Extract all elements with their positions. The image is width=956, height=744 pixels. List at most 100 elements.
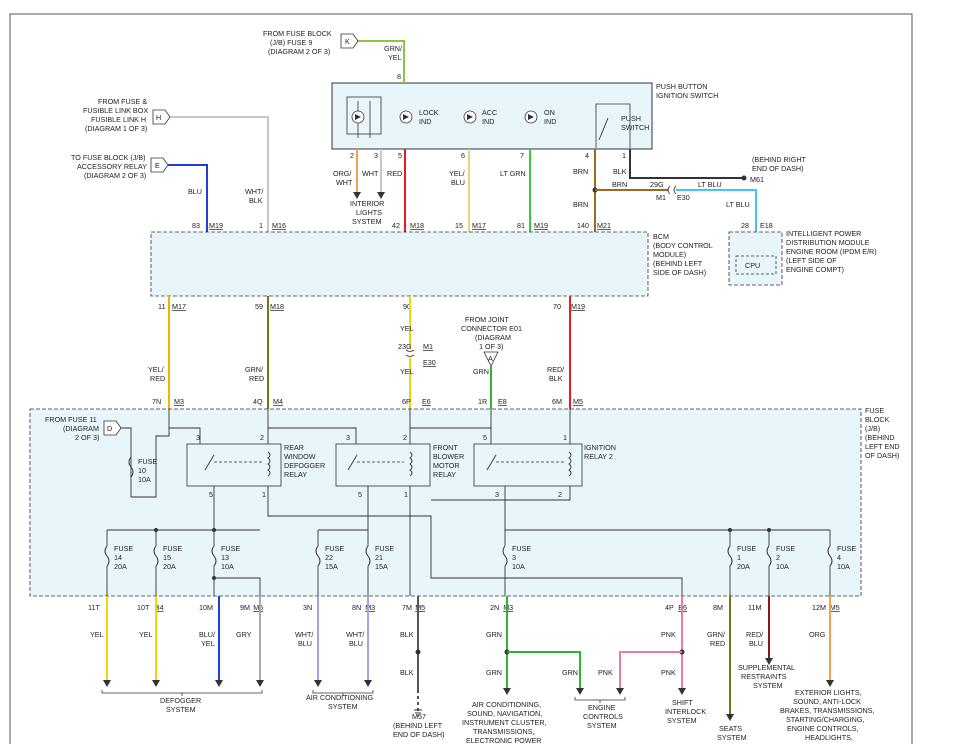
svg-text:GRN/: GRN/	[245, 365, 263, 374]
svg-text:8: 8	[397, 72, 401, 81]
svg-text:M17: M17	[172, 302, 186, 311]
svg-text:BLU: BLU	[451, 178, 465, 187]
svg-text:E: E	[155, 161, 160, 170]
front-blower-relay: FRONT BLOWER MOTOR RELAY	[335, 443, 464, 487]
svg-text:H: H	[156, 113, 161, 122]
svg-text:2 OF 3): 2 OF 3)	[75, 433, 99, 442]
svg-text:(J/B): (J/B)	[865, 424, 880, 433]
connector-k: FROM FUSE BLOCK (J/B) FUSE 9 (DIAGRAM 2 …	[263, 29, 359, 56]
svg-text:M4: M4	[273, 397, 283, 406]
svg-text:GRN: GRN	[562, 668, 578, 677]
svg-text:BLK: BLK	[249, 196, 263, 205]
svg-text:INSTRUMENT CLUSTER,: INSTRUMENT CLUSTER,	[462, 718, 547, 727]
svg-text:7N: 7N	[152, 397, 161, 406]
svg-text:(BEHIND RIGHT: (BEHIND RIGHT	[752, 155, 807, 164]
fuse-label: FUSE	[221, 544, 240, 553]
svg-text:SYSTEM: SYSTEM	[717, 733, 747, 742]
svg-text:YEL: YEL	[201, 639, 215, 648]
svg-text:SYSTEM: SYSTEM	[328, 702, 358, 711]
fuse-label: 20A	[114, 562, 127, 571]
svg-text:WHT/: WHT/	[295, 630, 313, 639]
ground-m57: M57 (BEHIND LEFT END OF DASH)	[393, 709, 445, 739]
svg-text:RED: RED	[710, 639, 725, 648]
svg-text:BLK: BLK	[400, 630, 414, 639]
svg-text:ORG: ORG	[809, 630, 826, 639]
fuse-block: FUSE BLOCK (J/B) (BEHIND LEFT END OF DAS…	[29, 406, 900, 597]
svg-text:BLU: BLU	[349, 639, 363, 648]
svg-text:140: 140	[577, 221, 589, 230]
svg-text:IND: IND	[482, 117, 494, 126]
svg-text:WINDOW: WINDOW	[284, 452, 316, 461]
svg-text:CONTROLS: CONTROLS	[583, 712, 623, 721]
connector-code: B4	[155, 603, 164, 612]
svg-text:SUPPLEMENTAL: SUPPLEMENTAL	[738, 663, 795, 672]
fuse-label: 20A	[737, 562, 750, 571]
svg-text:M1: M1	[656, 193, 666, 202]
svg-text:1: 1	[259, 221, 263, 230]
wire-pnk-ecs	[619, 651, 682, 690]
fuse-label: 22	[325, 553, 333, 562]
page-border	[9, 13, 913, 744]
svg-text:BLK: BLK	[549, 374, 563, 383]
svg-text:1: 1	[262, 490, 266, 499]
svg-text:RELAY: RELAY	[433, 470, 456, 479]
svg-text:2: 2	[558, 490, 562, 499]
svg-text:BRN: BRN	[612, 180, 627, 189]
fuse-label: 2	[776, 553, 780, 562]
push-button-ignition-switch: LOCK IND ACC IND ON IND PUSH SWITCH PUSH…	[331, 82, 718, 150]
svg-text:1: 1	[563, 433, 567, 442]
svg-text:BLOCK: BLOCK	[865, 415, 890, 424]
svg-text:FROM FUSE 11: FROM FUSE 11	[45, 415, 97, 424]
svg-text:END OF DASH): END OF DASH)	[752, 164, 804, 173]
wire-blk-push	[629, 149, 744, 179]
svg-text:YEL/: YEL/	[148, 365, 164, 374]
fuse-label: FUSE	[776, 544, 795, 553]
connector-h: FROM FUSE & FUSIBLE LINK BOX FUSIBLE LIN…	[83, 97, 171, 133]
svg-text:81: 81	[517, 221, 525, 230]
svg-text:PNK: PNK	[661, 630, 676, 639]
svg-text:RED: RED	[150, 374, 165, 383]
lock-indicator: LOCK IND	[399, 108, 439, 126]
svg-text:SYSTEM: SYSTEM	[667, 716, 697, 725]
svg-text:PNK: PNK	[598, 668, 613, 677]
fuse-label: 10A	[221, 562, 234, 571]
connector-a: FROM JOINT CONNECTOR E01 (DIAGRAM 1 OF 3…	[461, 315, 522, 367]
connector-code: M5	[830, 603, 840, 612]
svg-text:LEFT END: LEFT END	[865, 442, 900, 451]
svg-text:WHT/: WHT/	[245, 187, 263, 196]
fuse-label: 20A	[163, 562, 176, 571]
svg-text:FUSIBLE LINK BOX: FUSIBLE LINK BOX	[83, 106, 148, 115]
pin-number: 8N	[352, 603, 361, 612]
svg-text:GRY: GRY	[236, 630, 252, 639]
svg-text:FUSE: FUSE	[138, 457, 157, 466]
defogger-arrows: DEFOGGER SYSTEM	[101, 680, 264, 714]
svg-text:RED: RED	[387, 169, 402, 178]
fuse-10: FUSE 10 10A	[128, 456, 157, 484]
svg-text:70: 70	[553, 302, 561, 311]
svg-text:(DIAGRAM 2 OF 3): (DIAGRAM 2 OF 3)	[268, 47, 330, 56]
fuse-label: FUSE	[375, 544, 394, 553]
svg-text:FRONT: FRONT	[433, 443, 458, 452]
svg-text:M3: M3	[174, 397, 184, 406]
svg-text:ORG/: ORG/	[333, 169, 351, 178]
svg-text:DEFOGGER: DEFOGGER	[284, 461, 325, 470]
fuse-row: FUSE1420AFUSE1520AFUSE1310AFUSE2215AFUSE…	[104, 530, 856, 596]
svg-text:5: 5	[398, 151, 402, 160]
svg-text:(BODY CONTROL: (BODY CONTROL	[653, 241, 713, 250]
svg-text:PUSH: PUSH	[621, 114, 641, 123]
svg-text:LOCK: LOCK	[419, 108, 439, 117]
fuse-block-bottom-pins: 11T10TB410M9MM53N8NM37MM52NM34PE68M11M12…	[88, 603, 840, 612]
fuse-label: 14	[114, 553, 122, 562]
svg-text:STARTING/CHARGING,: STARTING/CHARGING,	[786, 715, 864, 724]
svg-text:M57: M57	[412, 712, 426, 721]
svg-text:GRN: GRN	[473, 367, 489, 376]
svg-text:M61: M61	[750, 175, 764, 184]
svg-text:FROM JOINT: FROM JOINT	[465, 315, 510, 324]
svg-text:DISTRIBUTION MODULE: DISTRIBUTION MODULE	[786, 238, 870, 247]
svg-text:RELAY 2: RELAY 2	[584, 452, 613, 461]
svg-text:M17: M17	[472, 221, 486, 230]
